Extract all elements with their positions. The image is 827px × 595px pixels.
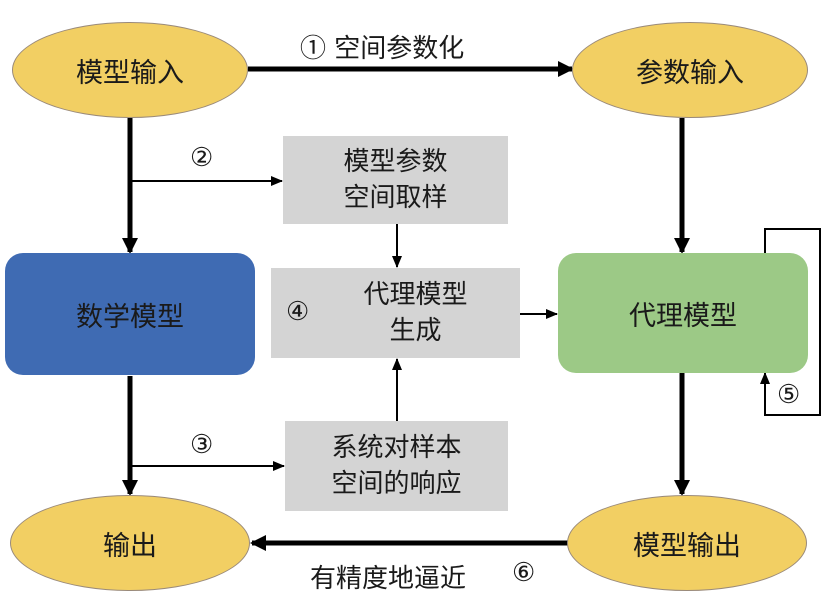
node-param-sampling: 模型参数 空间取样 (283, 136, 508, 224)
node-surrogate-model-label: 代理模型 (629, 300, 737, 332)
node-model-output: 模型输出 (567, 495, 807, 591)
node-system-response-line1: 系统对样本 (331, 433, 462, 463)
node-surrogate-generation-line2: 生成 (389, 316, 442, 346)
node-model-input-label: 模型输入 (76, 57, 184, 89)
node-param-input: 参数输入 (572, 22, 808, 118)
node-system-response: 系统对样本 空间的响应 (285, 421, 508, 511)
node-surrogate-model: 代理模型 (558, 253, 808, 373)
node-model-output-label: 模型输出 (633, 530, 741, 562)
arrow-step5-loop (760, 228, 821, 416)
node-output: 输出 (10, 495, 250, 591)
step1-label: ① 空间参数化 (300, 34, 465, 64)
step4-number: ④ (286, 297, 310, 327)
step3-number: ③ (190, 430, 214, 460)
node-math-model: 数学模型 (5, 253, 255, 375)
step6-label: 有精度地逼近 (310, 564, 467, 594)
step5-number: ⑤ (777, 380, 801, 410)
node-surrogate-generation-line1: 代理模型 (363, 280, 468, 310)
node-math-model-label: 数学模型 (76, 301, 184, 333)
node-param-sampling-line1: 模型参数 (343, 147, 448, 177)
node-param-sampling-line2: 空间取样 (343, 183, 448, 213)
node-system-response-line2: 空间的响应 (331, 469, 462, 499)
node-output-label: 输出 (103, 530, 157, 562)
node-surrogate-generation: 代理模型 生成 (271, 268, 520, 358)
node-param-input-label: 参数输入 (636, 57, 744, 89)
step2-number: ② (190, 143, 214, 173)
node-model-input: 模型输入 (12, 22, 248, 118)
step6-number: ⑥ (512, 558, 536, 588)
